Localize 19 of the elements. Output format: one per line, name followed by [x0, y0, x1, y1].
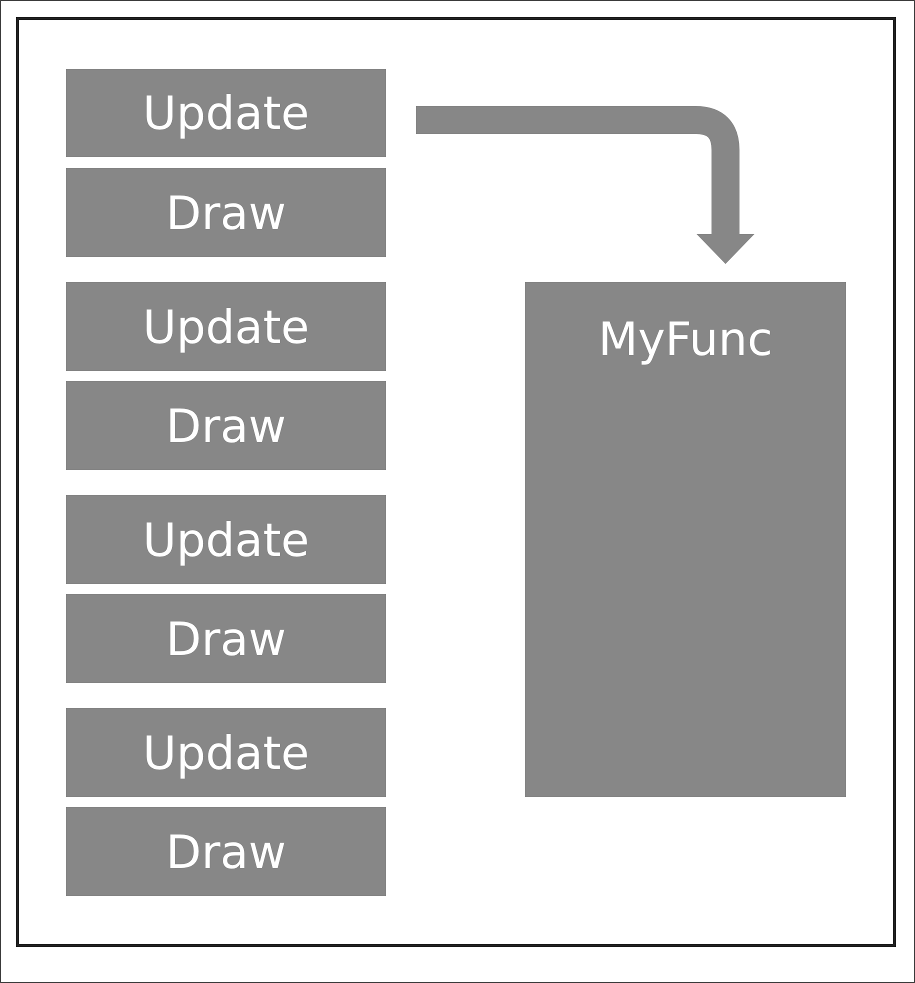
- process-box: [66, 381, 386, 470]
- arrow: [416, 106, 754, 264]
- process-box: [66, 282, 386, 371]
- box-label: Update: [142, 726, 310, 780]
- box-label: Update: [142, 300, 310, 354]
- process-box: [66, 807, 386, 896]
- process-box: [66, 168, 386, 257]
- process-box: [66, 594, 386, 683]
- box-label: Draw: [166, 186, 286, 240]
- process-box: [66, 69, 386, 157]
- process-box: [66, 495, 386, 584]
- process-box: [66, 708, 386, 797]
- box-label: Update: [142, 512, 310, 566]
- process-box: [525, 282, 846, 797]
- box-label: Draw: [166, 824, 286, 878]
- box-label: MyFunc: [598, 312, 773, 366]
- box-label: Draw: [166, 612, 286, 666]
- box-label: Draw: [166, 398, 286, 452]
- box-label: Update: [142, 86, 310, 140]
